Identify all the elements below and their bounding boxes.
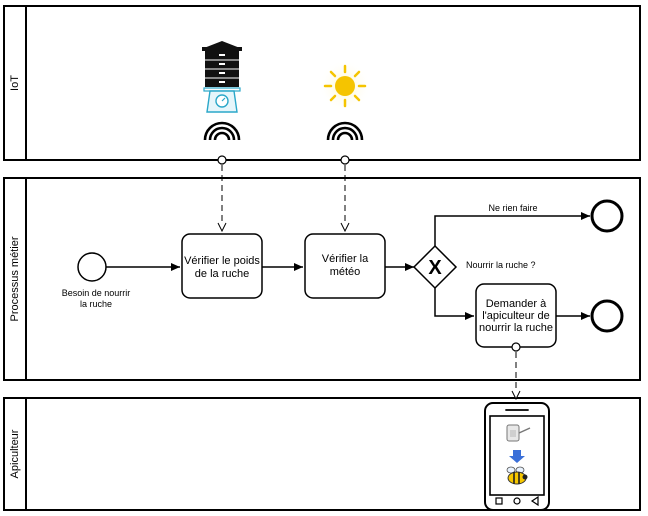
task-ask-beekeeper[interactable]: Demander à l'apiculteur de nourrir la ru… — [475, 283, 557, 348]
task-ask-beekeeper-line1: Demander à — [486, 298, 547, 310]
task-ask-beekeeper-line2: l'apiculteur de — [482, 310, 550, 322]
lane-beekeeper-label: Apiculteur — [9, 429, 21, 478]
gateway-label: Nourrir la ruche ? — [466, 260, 536, 270]
bee-icon — [506, 466, 528, 485]
beehive-on-scale-icon — [202, 41, 242, 113]
sequence-flow-do-nothing — [434, 212, 590, 246]
task-check-weight-line2: de la ruche — [195, 268, 249, 280]
association-weight — [217, 155, 227, 231]
flow-do-nothing-label: Ne rien faire — [488, 203, 537, 213]
lane-iot-label: IoT — [9, 75, 21, 91]
end-event-feed[interactable] — [590, 299, 624, 333]
association-weather — [340, 155, 350, 231]
gateway-symbol: X — [428, 257, 442, 279]
task-check-weather-line1: Vérifier la — [322, 253, 369, 265]
wireless-signal-icon — [326, 121, 364, 141]
wireless-signal-icon — [203, 121, 241, 141]
lane-process-label: Processus métier — [9, 236, 21, 321]
sequence-flow-feed — [434, 288, 474, 320]
task-check-weather-line2: météo — [330, 266, 361, 278]
start-event-label-line1: Besoin de nourrir — [62, 288, 131, 298]
sun-icon — [319, 60, 371, 112]
task-check-weight[interactable]: Vérifier le poids de la ruche — [181, 233, 263, 299]
start-event-label-line2: la ruche — [80, 299, 112, 309]
exclusive-gateway[interactable]: X — [412, 244, 458, 290]
task-check-weight-line1: Vérifier le poids — [184, 255, 260, 267]
start-event[interactable] — [77, 252, 107, 282]
task-ask-beekeeper-line3: nourrir la ruche — [479, 322, 553, 334]
feeder-icon — [506, 424, 531, 442]
message-association — [511, 342, 521, 399]
blue-arrow-down-icon — [509, 450, 525, 463]
end-event-do-nothing[interactable] — [590, 199, 624, 233]
task-check-weather[interactable]: Vérifier la météo — [304, 233, 386, 299]
